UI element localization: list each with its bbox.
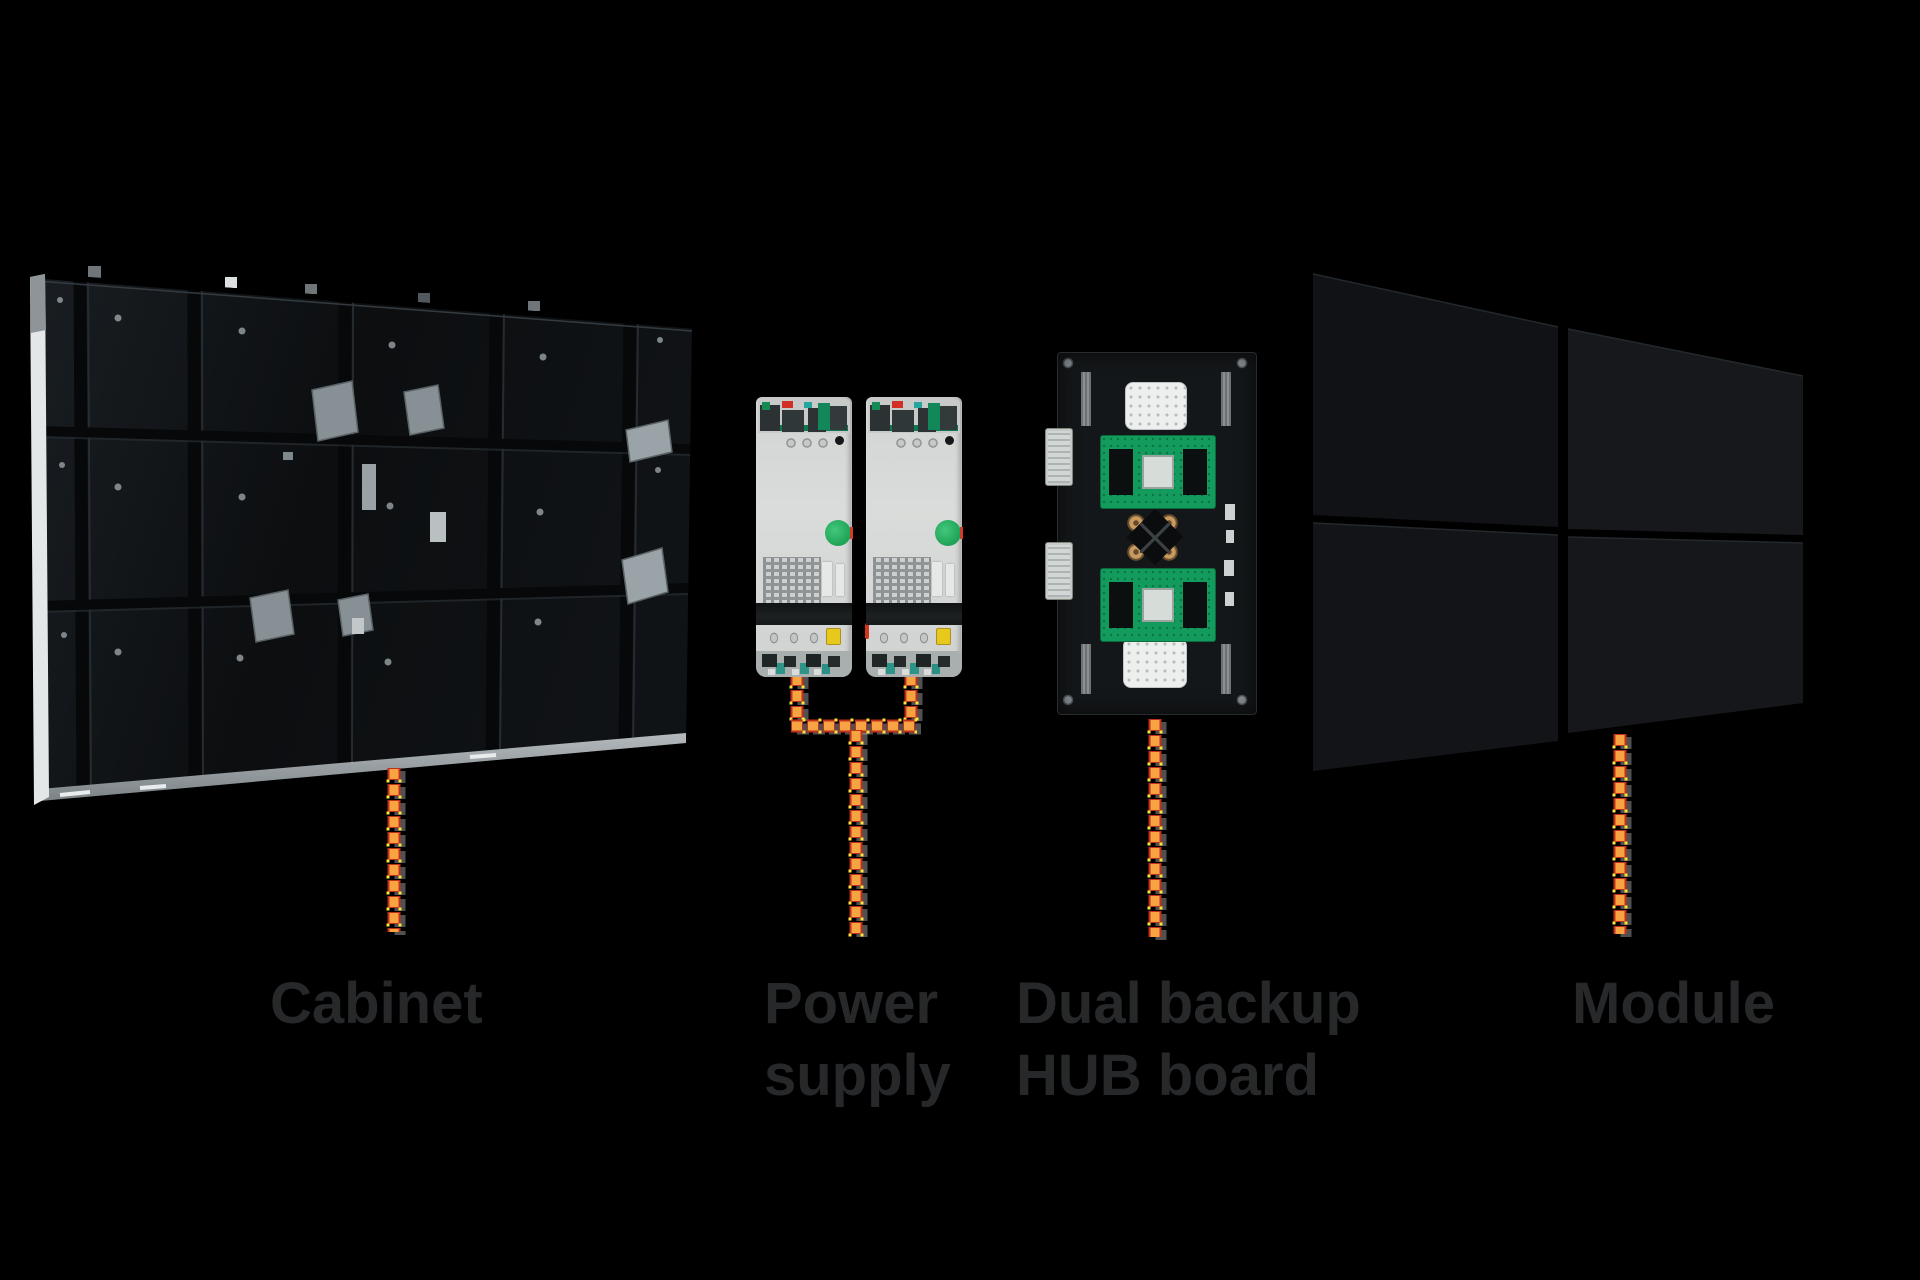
module-bottom-left (1313, 523, 1558, 771)
hub-board-label: Dual backup HUB board (1016, 968, 1361, 1112)
module-edge-highlights (1312, 273, 1804, 544)
psu-output-connectors (756, 651, 852, 677)
cabinet-photo (30, 266, 692, 805)
cabinet-vertical-frames (73, 275, 637, 798)
psu-lower-holes (876, 630, 934, 646)
power-supply-unit-2 (865, 397, 963, 677)
cabinet-connector-line (386, 768, 406, 935)
psu-side-slots (932, 562, 956, 598)
psu-screw-dot (945, 436, 954, 445)
hub-board-label-line1: Dual backup (1016, 971, 1361, 1036)
module-top-left (1313, 274, 1558, 527)
psu-status-led (935, 520, 963, 546)
psu-side-slots (822, 562, 846, 598)
hub-top-connector (1125, 382, 1187, 430)
psu-black-band (866, 603, 962, 625)
psu-qr-label (763, 557, 821, 607)
psu-lower-holes (766, 630, 824, 646)
cabinet-body (37, 273, 692, 801)
cabinet-details (37, 273, 692, 798)
module-connector-line (1612, 734, 1632, 937)
cabinet-screws (57, 297, 663, 666)
cabinet-left-edge (30, 274, 49, 805)
hub-bottom-connector (1123, 638, 1187, 688)
hub-connector-line (1147, 719, 1167, 940)
cabinet-bottom-flange (40, 733, 686, 801)
module-photo (1312, 273, 1804, 771)
cabinet-frame-highlights (87, 275, 639, 798)
cabinet-top-tabs (88, 266, 540, 311)
hub-mounting-standoffs (1126, 512, 1186, 564)
psu-terminal-strip (758, 399, 850, 433)
power-connector-line (789, 674, 923, 941)
cabinet-internal-boxes (249, 380, 673, 643)
cabinet-small-parts (283, 452, 446, 634)
psu-black-band (756, 603, 852, 625)
cabinet-flange-highlights (59, 753, 497, 797)
power-supply-label: Power supply (764, 968, 951, 1112)
module-bottom-right (1568, 537, 1803, 733)
hub-left-connector-2 (1045, 542, 1073, 600)
psu-warning-sticker (936, 628, 951, 645)
cabinet-label-text: Cabinet (270, 971, 483, 1036)
hub-board-label-line2: HUB board (1016, 1043, 1319, 1108)
psu-vent-holes (894, 437, 942, 449)
cabinet-label: Cabinet (270, 968, 483, 1040)
power-supply-label-line2: supply (764, 1043, 951, 1108)
cabinet-left-edge-top (30, 274, 46, 333)
psu-status-led (825, 520, 853, 546)
hub-receiving-card-2 (1100, 568, 1216, 642)
psu-screw-dot (835, 436, 844, 445)
psu-output-connectors (866, 651, 962, 677)
hub-receiving-card-1 (1100, 435, 1216, 509)
power-supply-label-line1: Power (764, 971, 939, 1036)
hub-left-connector-1 (1045, 428, 1073, 486)
psu-warning-sticker (826, 628, 841, 645)
module-top-right (1568, 329, 1803, 535)
module-label: Module (1572, 968, 1775, 1040)
module-label-text: Module (1572, 971, 1775, 1036)
hub-board-photo (1045, 352, 1257, 715)
psu-terminal-strip (868, 399, 960, 433)
psu-vent-holes (784, 437, 832, 449)
psu-qr-label (873, 557, 931, 607)
power-supply-unit-1 (756, 397, 853, 677)
